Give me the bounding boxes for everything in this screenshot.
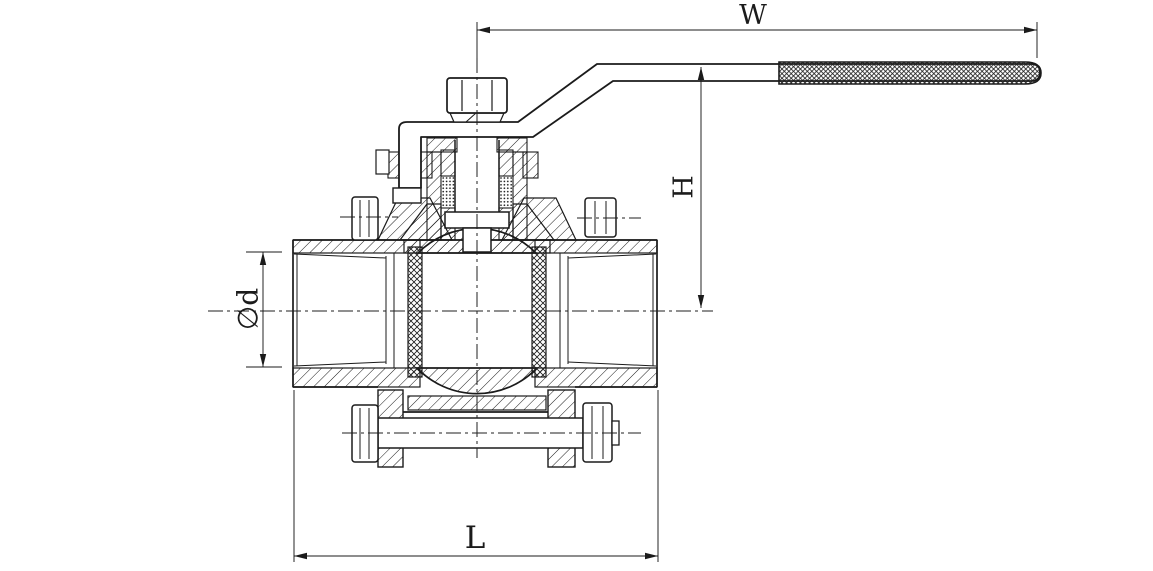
dimension-d-label: ∅d [232, 288, 265, 330]
dimension-h-label: H [669, 175, 700, 199]
handle-group [375, 61, 1042, 204]
dimension-w-label: W [739, 0, 767, 31]
flange-bolts-group [351, 196, 617, 241]
dimension-l-label: L [465, 520, 486, 556]
handle-grip [778, 61, 1042, 85]
dimension-d [246, 251, 282, 368]
dimension-l [293, 390, 659, 562]
seat-rings-group [407, 246, 547, 378]
left-bolt-head [351, 196, 379, 241]
dimension-w [476, 22, 1038, 58]
centerlines-group [208, 58, 713, 458]
